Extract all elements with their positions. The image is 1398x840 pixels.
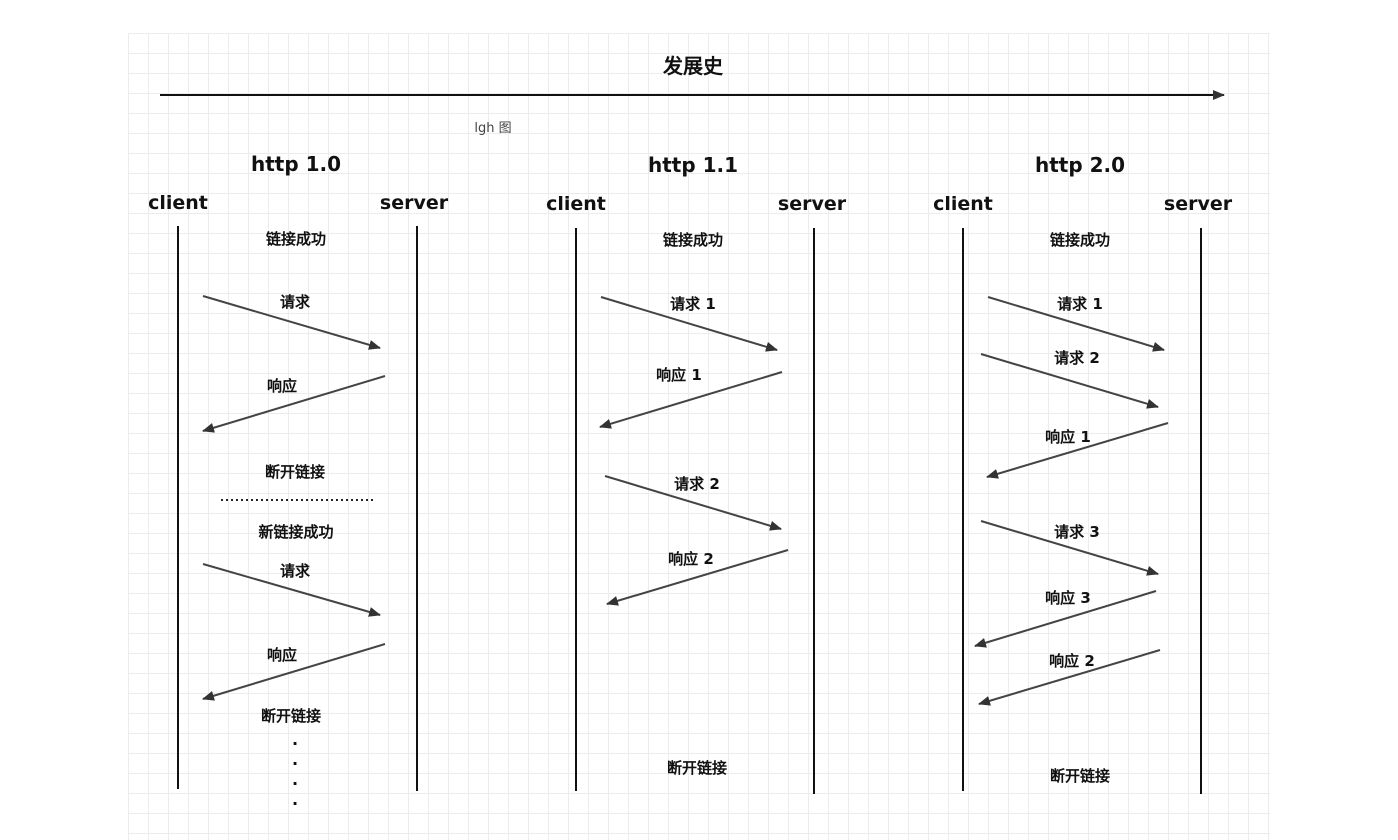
http10-connect-label: 链接成功 (266, 230, 326, 248)
http11-request-label-2: 请求 2 (674, 475, 720, 493)
http11-disconnect-label: 断开链接 (667, 759, 727, 777)
http11-request-arrow-1 (600, 296, 778, 352)
http20-request-arrow-3 (980, 520, 1159, 576)
http20-request-label-2: 请求 2 (1054, 349, 1100, 367)
http20-client-label: client (933, 193, 993, 215)
http20-response-arrow-2 (978, 649, 1161, 706)
http20-request-arrow-1 (987, 296, 1165, 352)
http10-ellipsis-dot: . (292, 790, 298, 809)
http10-ellipsis-dot: . (292, 750, 298, 769)
http20-connect-label: 链接成功 (1050, 231, 1110, 249)
http10-disconnect-label-a: 断开链接 (265, 463, 325, 481)
http20-response-label-3: 响应 3 (1045, 589, 1091, 607)
http10-response-label-a: 响应 (267, 377, 297, 395)
http20-response-label-2: 响应 2 (1049, 652, 1095, 670)
http10-ellipsis-dot: . (292, 730, 298, 749)
http10-request-arrow-b (202, 563, 381, 617)
diagram-title: 发展史 (662, 54, 724, 78)
http10-response-label-b: 响应 (267, 646, 297, 664)
http20-request-label-3: 请求 3 (1054, 523, 1100, 541)
http10-response-arrow-b (202, 643, 386, 701)
http11-header: http 1.1 (648, 153, 738, 177)
http10-response-arrow-a (202, 375, 386, 433)
http10-request-label-a: 请求 (280, 293, 311, 311)
http20-header: http 2.0 (1035, 153, 1125, 177)
http20-column: http 2.0 client server 链接成功 请求 1 请求 2 响应… (933, 153, 1233, 794)
http11-connect-label: 链接成功 (663, 231, 723, 249)
http20-disconnect-label: 断开链接 (1050, 767, 1110, 785)
http10-column: http 1.0 client server 链接成功 请求 响应 断开链接 新… (148, 152, 449, 809)
http20-server-label: server (1164, 193, 1233, 215)
http20-response-arrow-3 (974, 590, 1157, 648)
http10-new-connect-label: 新链接成功 (258, 523, 333, 541)
http10-disconnect-label-b: 断开链接 (261, 707, 321, 725)
http11-response-label-1: 响应 1 (656, 366, 702, 384)
http10-request-label-b: 请求 (280, 562, 311, 580)
http10-client-label: client (148, 192, 208, 214)
http11-request-label-1: 请求 1 (670, 295, 716, 313)
http20-request-label-1: 请求 1 (1057, 295, 1103, 313)
watermark-label: lgh 图 (474, 121, 511, 136)
http11-response-label-2: 响应 2 (668, 550, 714, 568)
http10-request-arrow-a (202, 295, 381, 350)
http11-response-arrow-2 (606, 549, 789, 606)
http11-column: http 1.1 client server 链接成功 请求 1 响应 1 请求… (546, 153, 847, 794)
http11-request-arrow-2 (604, 475, 782, 531)
http10-header: http 1.0 (251, 152, 341, 176)
http11-client-label: client (546, 193, 606, 215)
http20-response-arrow-1 (986, 422, 1169, 479)
http20-request-arrow-2 (980, 353, 1159, 409)
http11-response-arrow-1 (599, 371, 783, 429)
http20-response-label-1: 响应 1 (1045, 428, 1091, 446)
http10-server-label: server (380, 192, 449, 214)
http11-server-label: server (778, 193, 847, 215)
http10-ellipsis-dot: . (292, 770, 298, 789)
grid-background (128, 33, 1270, 840)
